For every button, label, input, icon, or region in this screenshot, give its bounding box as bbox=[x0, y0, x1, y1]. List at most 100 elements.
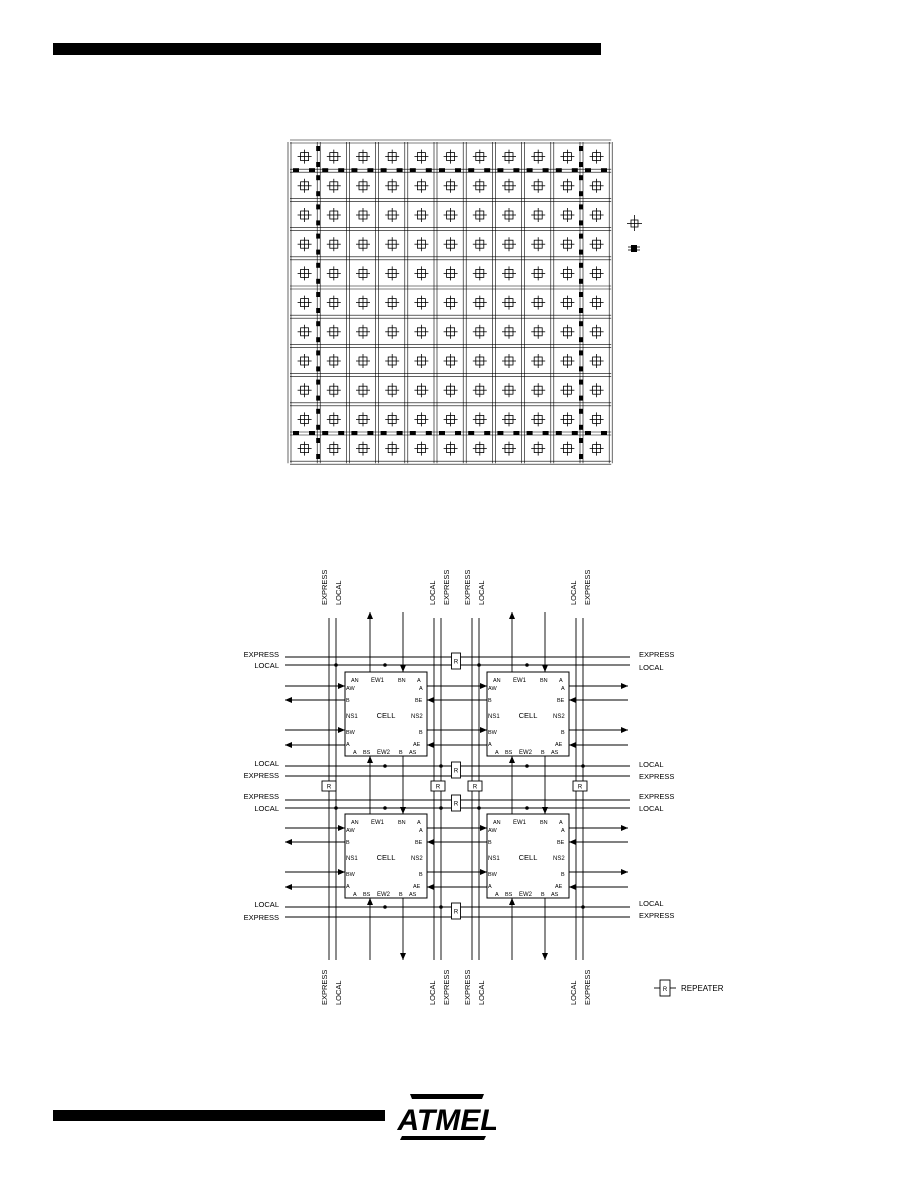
port-bn: BN bbox=[540, 820, 548, 826]
bus-label-left: EXPRESS bbox=[244, 650, 279, 659]
repeater-block bbox=[497, 431, 504, 435]
port-be: BE bbox=[557, 840, 565, 846]
port-aw: AW bbox=[488, 686, 497, 692]
repeater-block bbox=[316, 175, 321, 181]
repeater-block bbox=[316, 233, 321, 239]
repeater-symbol: R bbox=[473, 785, 478, 791]
repeater bbox=[321, 780, 337, 792]
bus-label-bottom: LOCAL bbox=[477, 980, 486, 1005]
repeater-block bbox=[468, 431, 475, 435]
bus-labels: EXPRESS LOCAL LOCAL EXPRESS EXPRESS LOCAL LOCA… bbox=[244, 570, 675, 1005]
repeater-block bbox=[579, 262, 583, 268]
repeater-block bbox=[396, 168, 403, 173]
repeater-block bbox=[439, 168, 445, 173]
footer-rule bbox=[53, 1110, 385, 1121]
port-aw: AW bbox=[488, 828, 497, 834]
port-ns1: NS1 bbox=[488, 714, 500, 720]
port-bn: BN bbox=[540, 678, 548, 684]
port-bs: BS bbox=[363, 750, 371, 756]
bus-label-bottom: LOCAL bbox=[428, 980, 437, 1005]
port-bn: BN bbox=[398, 820, 406, 826]
arrow-head bbox=[427, 839, 434, 845]
repeater bbox=[451, 652, 461, 670]
arrow-head bbox=[480, 727, 487, 733]
bus-label-bottom: EXPRESS bbox=[463, 970, 472, 1005]
repeater-block bbox=[526, 431, 533, 435]
bus-label-top: EXPRESS bbox=[320, 570, 329, 605]
port-ns2: NS2 bbox=[553, 714, 565, 720]
repeater-block bbox=[555, 168, 562, 173]
port-ew2: EW2 bbox=[377, 750, 391, 756]
repeater-block bbox=[484, 168, 491, 173]
port-ew1: EW1 bbox=[371, 820, 385, 826]
arrow-head bbox=[621, 727, 628, 733]
arrow-head bbox=[427, 697, 434, 703]
repeater bbox=[451, 902, 461, 920]
repeater-block bbox=[579, 191, 583, 197]
bus-label-right: LOCAL bbox=[639, 804, 664, 813]
repeater-block bbox=[579, 278, 583, 284]
repeater-block bbox=[316, 262, 321, 268]
junction-dot bbox=[439, 806, 443, 810]
arrow-head bbox=[542, 665, 548, 672]
arrow-head bbox=[621, 869, 628, 875]
arrow-head bbox=[569, 884, 576, 890]
port-ew2: EW2 bbox=[377, 892, 391, 898]
repeater-block bbox=[579, 337, 583, 343]
repeater-block bbox=[579, 292, 583, 297]
bus-label-bottom: LOCAL bbox=[569, 980, 578, 1005]
port-be: BE bbox=[415, 840, 423, 846]
junction-dot bbox=[383, 663, 387, 667]
repeater-block bbox=[579, 308, 583, 313]
junction-dot bbox=[581, 905, 585, 909]
arrow-head bbox=[542, 953, 548, 960]
repeater-block bbox=[380, 431, 387, 435]
repeater-block bbox=[513, 168, 520, 173]
cell-box bbox=[486, 813, 570, 899]
cell-label: CELL bbox=[377, 711, 396, 720]
repeater-block bbox=[455, 431, 461, 435]
repeater-block bbox=[585, 431, 591, 435]
port-b: B bbox=[488, 698, 492, 704]
junction-dot bbox=[383, 806, 387, 810]
repeater bbox=[430, 780, 446, 792]
port-ns2: NS2 bbox=[411, 856, 423, 862]
bus-label-bottom: LOCAL bbox=[334, 980, 343, 1005]
junction-dot bbox=[439, 905, 443, 909]
repeater-block bbox=[316, 191, 321, 197]
junction-dot bbox=[477, 663, 481, 667]
bus-label-bottom: EXPRESS bbox=[442, 970, 451, 1005]
repeater-block bbox=[351, 168, 358, 173]
repeater-block bbox=[316, 395, 321, 401]
port-a: A bbox=[353, 892, 357, 898]
repeater-symbol: R bbox=[454, 660, 459, 666]
repeater-block bbox=[579, 408, 583, 414]
port-ns2: NS2 bbox=[411, 714, 423, 720]
repeater-block bbox=[579, 395, 583, 401]
junction-dot bbox=[477, 806, 481, 810]
bus-label-top: EXPRESS bbox=[583, 570, 592, 605]
repeater-block bbox=[425, 431, 432, 435]
port-ns2: NS2 bbox=[553, 856, 565, 862]
repeater-block bbox=[601, 431, 607, 435]
repeater-block bbox=[316, 438, 321, 443]
repeater-block bbox=[316, 408, 321, 414]
repeater-symbol: R bbox=[454, 910, 459, 916]
repeater-symbol: R bbox=[454, 769, 459, 775]
port-ae: AE bbox=[555, 742, 563, 748]
bus-label-right: EXPRESS bbox=[639, 792, 674, 801]
arrow-head bbox=[338, 683, 345, 689]
port-a: A bbox=[561, 828, 565, 834]
repeater-block bbox=[316, 292, 321, 297]
bus-label-right: LOCAL bbox=[639, 663, 664, 672]
bus-label-right: EXPRESS bbox=[639, 772, 674, 781]
bus-label-bottom: EXPRESS bbox=[583, 970, 592, 1005]
port-a: A bbox=[495, 750, 499, 756]
cell-box bbox=[344, 813, 428, 899]
port-ns1: NS1 bbox=[488, 856, 500, 862]
port-b: B bbox=[346, 698, 350, 704]
port-b: B bbox=[419, 872, 423, 878]
